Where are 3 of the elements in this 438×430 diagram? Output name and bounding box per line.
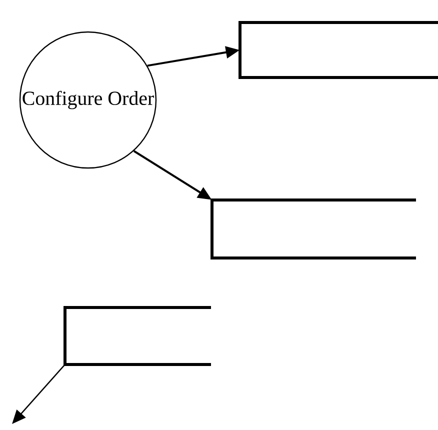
data-store-box xyxy=(64,306,211,366)
data-store-box xyxy=(210,198,416,260)
data-store-box xyxy=(238,21,438,79)
